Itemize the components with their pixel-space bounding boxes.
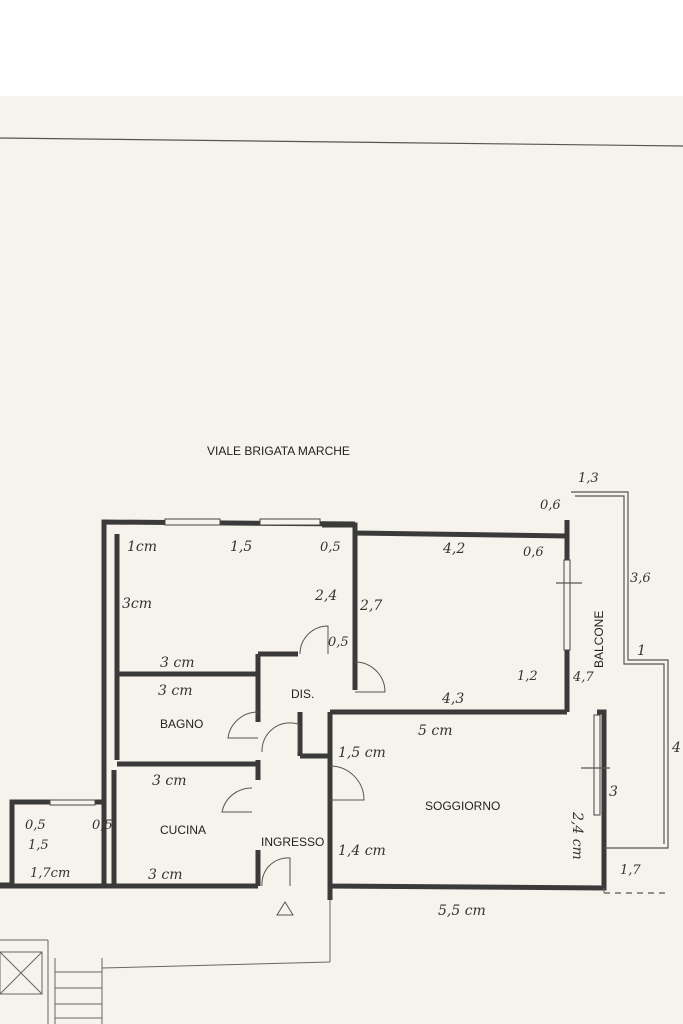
dimension-label: 1	[637, 643, 646, 659]
handwritten-dimensions: 1cm 1,5 0,5 4,2 0,6 0,6 1,3 3,6 3cm 2,4 …	[25, 471, 681, 919]
dimension-label: 1,4 cm	[338, 843, 386, 859]
dimension-label: 1cm	[127, 539, 157, 555]
interior-walls	[111, 533, 358, 885]
dimension-label: 1,7	[620, 863, 641, 878]
dimension-label: 3	[609, 784, 618, 800]
dimension-label: 3,6	[630, 571, 651, 586]
dimension-label: 1,3	[578, 471, 599, 486]
stairwell	[0, 888, 605, 1024]
dimension-label: 0,5	[25, 818, 46, 833]
windows	[49, 518, 610, 816]
dimension-label: 5,5 cm	[438, 903, 486, 919]
dimension-label: 3cm	[122, 596, 152, 612]
room-label-cucina: CUCINA	[160, 823, 206, 837]
dimension-label: 3 cm	[152, 773, 186, 789]
dimension-label: 2,7	[359, 598, 382, 614]
room-label-balcone: BALCONE	[592, 611, 606, 668]
dimension-label: 1,5	[28, 838, 49, 853]
door-swings	[221, 625, 386, 887]
dimension-label: 4	[671, 740, 681, 756]
dimension-label: 1,5	[230, 539, 252, 555]
dimension-label: 0,6	[540, 498, 561, 513]
room-label-dis: DIS.	[291, 687, 314, 701]
dimension-label: 2,4	[314, 588, 337, 604]
dimension-label: 3 cm	[160, 655, 194, 671]
dimension-label: 5 cm	[418, 723, 452, 739]
entrance-triangle-icon	[276, 901, 294, 916]
room-label-ingresso: INGRESSO	[261, 835, 324, 849]
dimension-label: 1,2	[517, 669, 538, 684]
dimension-label: 4,2	[442, 541, 465, 557]
dimension-label: 3 cm	[148, 867, 182, 883]
dimension-label: 3 cm	[158, 683, 192, 699]
dimension-label: 0,5	[320, 540, 341, 555]
dimension-label: 0,5	[328, 635, 349, 650]
dimension-label: 4,7	[572, 670, 594, 685]
sheet-border-line	[0, 137, 683, 147]
dimension-label: 0,6	[523, 545, 544, 560]
dimension-label: 4,3	[441, 691, 464, 707]
room-label-bagno: BAGNO	[160, 717, 203, 731]
dimension-label: 0,5	[92, 818, 113, 833]
dimension-label: 1,5 cm	[338, 745, 386, 761]
room-label-soggiorno: SOGGIORNO	[425, 799, 500, 813]
dimension-label: 2,4 cm	[569, 811, 585, 860]
street-name-label: VIALE BRIGATA MARCHE	[207, 444, 350, 458]
dimension-label: 1,7cm	[30, 866, 70, 881]
balcony-outline	[571, 491, 670, 894]
